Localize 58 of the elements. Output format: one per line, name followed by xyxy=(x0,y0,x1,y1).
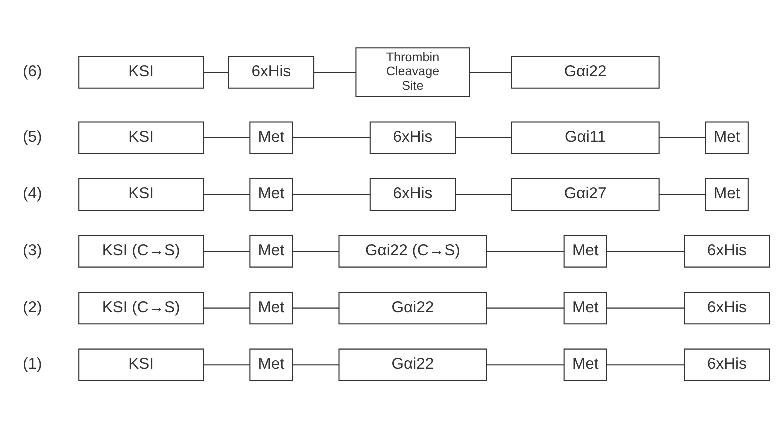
node-box: 6xHis xyxy=(370,178,456,211)
label: (4) xyxy=(22,185,42,202)
node-box: KSI xyxy=(78,56,204,88)
node-box: Gαi22 xyxy=(338,348,488,381)
node-box: Met xyxy=(564,348,608,381)
node-box: 6xHis xyxy=(684,234,770,268)
connector xyxy=(204,194,250,195)
node-box: Gαi11 xyxy=(511,121,660,154)
node-box: KSI (C→S) xyxy=(78,234,204,268)
node-box: Gαi22 xyxy=(338,292,488,324)
node-box: KSI (C→S) xyxy=(78,292,204,324)
connector xyxy=(292,250,340,252)
node-box: Gαi22 xyxy=(511,56,660,88)
node-box: Gαi22 (C→S) xyxy=(338,234,488,268)
node-box: KSI xyxy=(78,121,204,154)
connector xyxy=(486,250,564,252)
connector xyxy=(607,364,684,366)
connector xyxy=(204,364,250,366)
connector xyxy=(456,194,512,195)
connector xyxy=(470,72,512,73)
label: (6) xyxy=(22,63,42,80)
node-box: 6xHis xyxy=(370,121,456,154)
node-box: Met xyxy=(250,234,294,268)
node-box: Met xyxy=(705,178,749,211)
connector xyxy=(204,307,250,308)
connector xyxy=(204,250,250,252)
node-box: 6xHis xyxy=(684,292,770,324)
node-box: Gαi27 xyxy=(511,178,660,211)
connector xyxy=(486,364,564,366)
label: (1) xyxy=(22,356,42,373)
node-box: Met xyxy=(250,292,294,324)
connector xyxy=(204,137,250,138)
node-box: Met xyxy=(564,292,608,324)
connector xyxy=(607,250,684,252)
node-box: KSI xyxy=(78,178,204,211)
connector xyxy=(456,137,512,138)
connector xyxy=(607,307,684,308)
connector xyxy=(486,307,564,308)
label: (2) xyxy=(22,298,42,316)
node-box: 6xHis xyxy=(684,348,770,381)
connector xyxy=(314,72,356,73)
connector xyxy=(659,194,706,195)
connector xyxy=(204,72,229,73)
connector xyxy=(292,194,370,195)
node-box: KSI xyxy=(78,348,204,381)
label: (3) xyxy=(22,242,42,259)
node-box: Met xyxy=(250,121,294,154)
node-box: Thrombin Cleavage Site xyxy=(356,47,470,98)
node-box: Met xyxy=(564,234,608,268)
connector xyxy=(659,137,706,138)
label: (5) xyxy=(22,128,42,146)
node-box: Met xyxy=(705,121,749,154)
node-box: 6xHis xyxy=(228,56,315,88)
connector xyxy=(292,307,340,308)
connector xyxy=(292,364,340,366)
connector xyxy=(292,137,370,138)
node-box: Met xyxy=(250,178,294,211)
node-box: Met xyxy=(250,348,294,381)
